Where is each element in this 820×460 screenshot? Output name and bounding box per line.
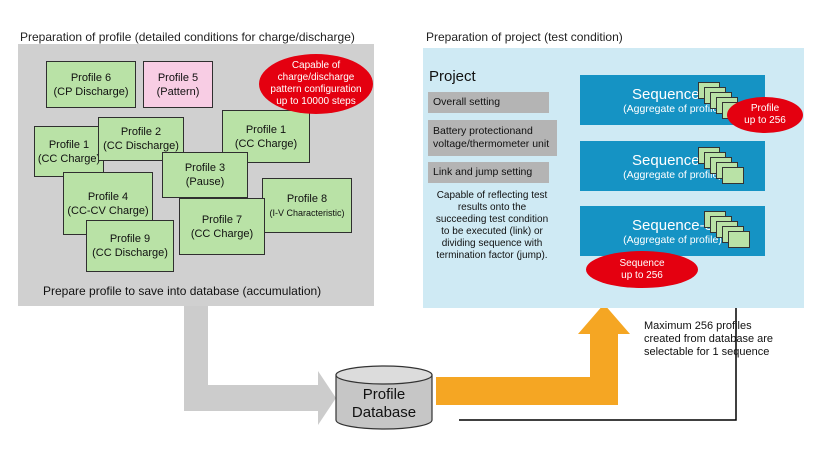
project-title: Project — [429, 68, 476, 85]
profile-6-type: (CP Discharge) — [53, 85, 129, 98]
profile-panel-caption: Prepare profile to save into database (a… — [43, 284, 322, 298]
profile-4-name: Profile 4 — [87, 190, 129, 203]
note-line: to be executed (link) or — [441, 226, 543, 237]
sequence-3-profile-stack — [704, 211, 764, 251]
database-cylinder — [335, 365, 433, 430]
profile-9-type: (CC Discharge) — [92, 247, 168, 259]
profile-7-card[interactable]: Profile 7 (CC Charge) — [179, 198, 265, 255]
link-jump-setting-button[interactable]: Link and jump setting — [428, 162, 549, 183]
sequence-2-profile-stack — [698, 147, 758, 187]
pattern-bubble-line: pattern configuration — [270, 84, 362, 95]
profile-5-name: Profile 5 — [157, 71, 199, 84]
overall-setting-button[interactable]: Overall setting — [428, 92, 549, 113]
project-section-heading: Preparation of project (test condition) — [426, 30, 623, 44]
link-jump-note: Capable of reflecting test results onto … — [426, 190, 558, 262]
profile-8-type: (I-V Characteristic) — [269, 207, 345, 218]
sequence-3-title: Sequence-3 — [632, 216, 713, 234]
note-line: succeeding test condition — [435, 214, 549, 225]
link-setting-label: Link and jump setting — [433, 166, 533, 178]
note-line: Capable of reflecting test — [436, 190, 548, 201]
sequence-2-title: Sequence-2 — [632, 151, 713, 169]
profile-4-type: (CC-CV Charge) — [67, 204, 149, 217]
sequence-1-subtitle: (Aggregate of profile) — [623, 102, 722, 115]
profile-1a-type: (CC Charge) — [37, 152, 101, 165]
note-line: dividing sequence with — [441, 238, 543, 249]
profile-7-type: (CC Charge) — [190, 227, 254, 240]
profile-1b-name: Profile 1 — [245, 123, 287, 136]
sequence-1-title: Sequence-1 — [632, 85, 713, 103]
profile-6-name: Profile 6 — [70, 71, 112, 84]
sequence-bubble-line: up to 256 — [621, 269, 663, 281]
profile-5-card[interactable]: Profile 5 (Pattern) — [143, 61, 213, 108]
note-line: results onto the — [457, 202, 527, 213]
profile-bubble-line: Profile — [750, 103, 780, 114]
pattern-bubble-line: charge/discharge — [277, 72, 355, 83]
overall-setting-label: Overall setting — [433, 96, 501, 108]
profile-8-card[interactable]: Profile 8 (I-V Characteristic) — [262, 178, 352, 233]
pattern-steps-bubble: Capable of charge/discharge pattern conf… — [259, 54, 373, 114]
sequence-limit-bubble: Sequence up to 256 — [586, 251, 698, 288]
profile-2-name: Profile 2 — [120, 126, 162, 138]
profile-3-type: (Pause) — [185, 176, 225, 188]
profile-8-name: Profile 8 — [286, 192, 328, 205]
battery-protection-setting-button[interactable]: Battery protectionand voltage/thermomete… — [428, 120, 557, 156]
profile-1b-type: (CC Charge) — [234, 137, 298, 150]
orange-flow-arrow — [436, 304, 630, 405]
battery-setting-line: voltage/thermometer unit — [433, 138, 550, 150]
database-label-line: Profile — [362, 386, 406, 403]
sequence-bubble-line: Sequence — [619, 257, 665, 269]
max-note-line: created from database are — [644, 333, 774, 345]
selection-connector — [459, 251, 740, 421]
profile-3-name: Profile 3 — [184, 162, 226, 174]
profile-2-card[interactable]: Profile 2 (CC Discharge) — [98, 117, 184, 161]
sequence-2-subtitle: (Aggregate of profile) — [623, 168, 722, 181]
profile-5-type: (Pattern) — [156, 85, 200, 98]
pattern-bubble-line: Capable of — [291, 60, 341, 71]
profile-2-type: (CC Discharge) — [103, 140, 179, 152]
profile-1-card-a[interactable]: Profile 1 (CC Charge) — [34, 126, 104, 177]
profile-section-heading: Preparation of profile (detailed conditi… — [20, 30, 355, 44]
database-label-line: Database — [351, 404, 417, 421]
battery-setting-line: Battery protectionand — [433, 125, 533, 137]
profile-3-card[interactable]: Profile 3 (Pause) — [162, 152, 248, 198]
gray-flow-arrow — [184, 306, 336, 425]
profile-bubble-line: up to 256 — [744, 115, 786, 126]
profile-database-label[interactable]: Profile Database — [336, 386, 432, 422]
max-note-line: selectable for 1 sequence — [644, 346, 770, 358]
max-profiles-note: Maximum 256 profiles created from databa… — [644, 320, 773, 359]
profile-limit-bubble: Profile up to 256 — [727, 97, 803, 133]
pattern-bubble-line: up to 10000 steps — [276, 96, 356, 107]
profile-9-card[interactable]: Profile 9 (CC Discharge) — [86, 220, 174, 272]
profile-7-name: Profile 7 — [201, 213, 243, 226]
profile-9-name: Profile 9 — [109, 233, 151, 245]
profile-6-card[interactable]: Profile 6 (CP Discharge) — [46, 61, 136, 108]
sequence-3-subtitle: (Aggregate of profile) — [623, 233, 722, 246]
note-line: termination factor (jump). — [436, 250, 548, 261]
max-note-line: Maximum 256 profiles — [644, 320, 752, 332]
profile-1a-name: Profile 1 — [48, 138, 90, 151]
